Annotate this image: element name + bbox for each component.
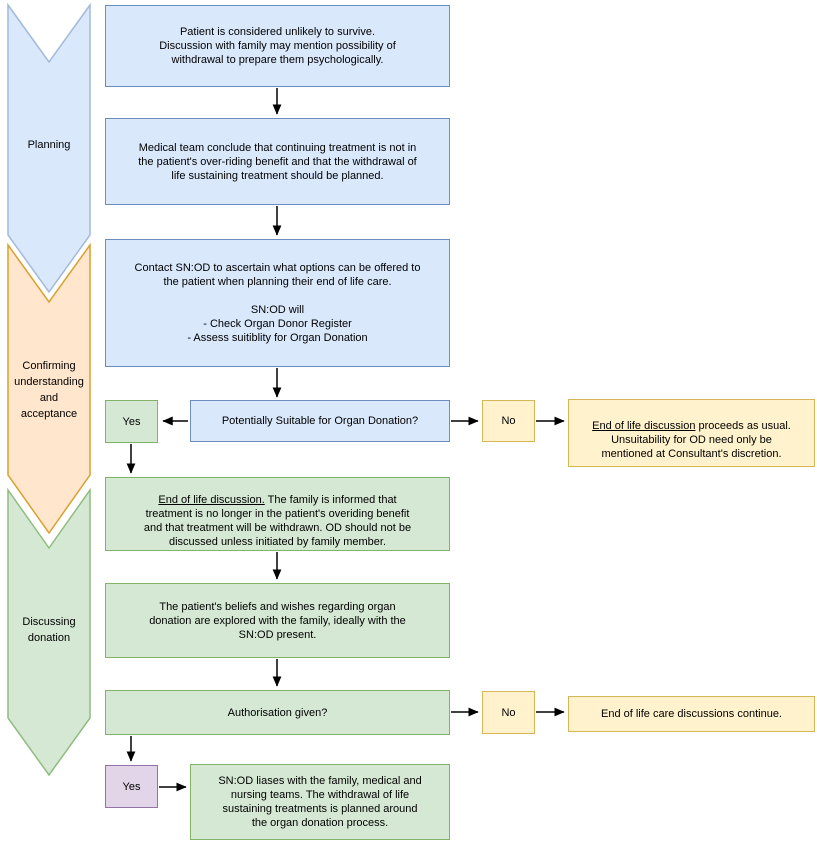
node-no-authorisation: No	[482, 691, 535, 734]
node-end-of-life-discussion: End of life discussion. The family is in…	[105, 477, 450, 551]
phase-label-planning: Planning	[27, 139, 71, 151]
node-contact-snod: Contact SN:OD to ascertain what options …	[105, 239, 450, 367]
underlined-phrase: End of life discussion	[592, 420, 696, 432]
phase-label-confirming: Confirming understanding and acceptance	[14, 360, 84, 420]
node-snod-liaises: SN:OD liases with the family, medical an…	[190, 764, 450, 840]
node-medical-team-conclude: Medical team conclude that continuing tr…	[105, 118, 450, 205]
node-decision-authorisation: Authorisation given?	[105, 690, 450, 735]
phase-chevron-confirming	[7, 242, 91, 535]
node-patient-unlikely-survive: Patient is considered unlikely to surviv…	[105, 5, 450, 87]
node-unsuitable-outcome: End of life discussion proceeds as usual…	[568, 399, 815, 467]
phase-label-discussing: Discussing donation	[22, 616, 76, 644]
phrase-rest: proceeds as usual. Unsuitability for OD …	[601, 420, 791, 460]
node-yes-authorisation: Yes	[105, 765, 158, 808]
node-discussions-continue: End of life care discussions continue.	[568, 696, 815, 732]
phase-chevron-planning	[7, 2, 91, 294]
node-decision-potentially-suitable: Potentially Suitable for Organ Donation?	[190, 400, 450, 442]
phrase-rest: The family is informed that treatment is…	[143, 494, 412, 548]
node-yes-suitable: Yes	[105, 400, 158, 443]
underlined-phrase: End of life discussion.	[158, 494, 265, 506]
phase-chevron-discussing	[7, 487, 91, 777]
node-beliefs-explored: The patient's beliefs and wishes regardi…	[105, 583, 450, 658]
node-no-suitable: No	[482, 400, 535, 442]
arrows	[126, 88, 565, 792]
